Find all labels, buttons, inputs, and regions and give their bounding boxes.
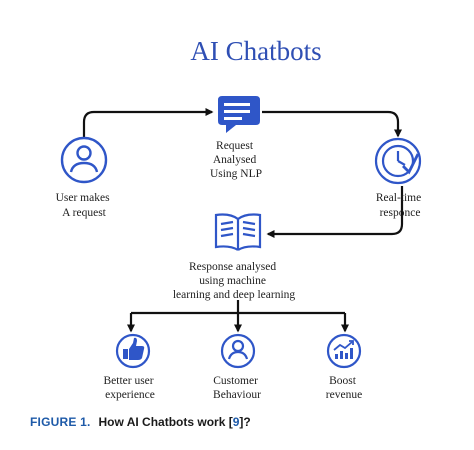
figure-label: FIGURE 1.	[30, 415, 91, 429]
arrow-request-to-realtime	[262, 110, 402, 138]
behaviour-label: Customer Behaviour	[213, 375, 261, 401]
arrow-user-to-request	[82, 108, 214, 137]
revenue-label: Boost revenue	[326, 375, 362, 401]
diagram-title: AI Chatbots	[190, 36, 321, 66]
caption-main: How AI Chatbots work [	[98, 415, 233, 429]
chat-bubble-icon	[218, 96, 260, 133]
connectors	[82, 108, 404, 333]
arrow-realtime-to-analysis	[266, 186, 404, 238]
citation-link[interactable]: 9	[232, 415, 240, 429]
request-label: Request Analysed Using NLP	[210, 140, 262, 180]
realtime-label: Real-time responce	[376, 192, 424, 219]
person-icon	[220, 333, 256, 369]
figure-caption: FIGURE 1. How AI Chatbots work [9]?	[30, 415, 251, 429]
analysis-label: Response analysed using machine learning…	[173, 261, 296, 301]
caption-text: How AI Chatbots work [9]?	[98, 415, 250, 429]
caption-suffix: ]?	[239, 415, 251, 429]
user-label: User makes A request	[56, 192, 113, 219]
clock-check-icon	[374, 137, 422, 185]
thumbs-up-icon	[115, 333, 151, 369]
open-book-icon	[214, 213, 262, 251]
experience-label: Better user experience	[103, 375, 156, 401]
user-icon	[60, 136, 108, 184]
growth-chart-icon	[326, 333, 362, 369]
